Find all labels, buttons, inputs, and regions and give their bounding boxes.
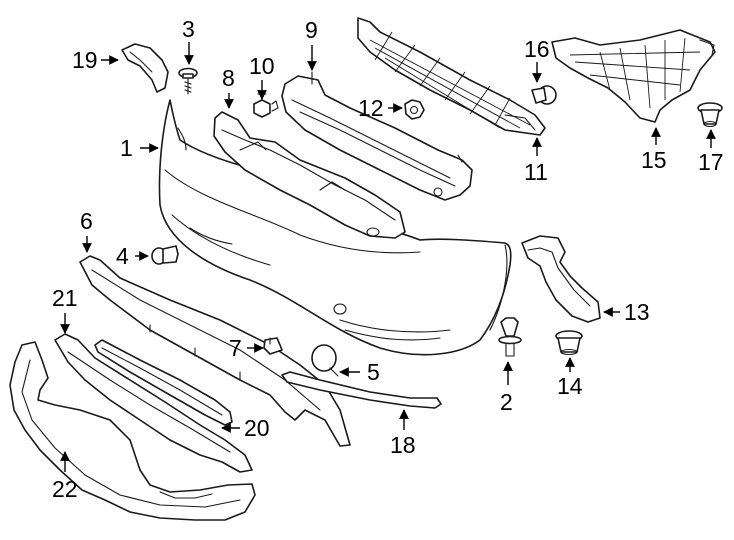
clip-4-part <box>151 245 179 265</box>
callout-20: 20 <box>244 415 270 441</box>
callout-1: 1 <box>120 135 133 161</box>
bolt-10-part <box>253 89 279 118</box>
lower-spoiler-part <box>9 341 256 521</box>
clip-7-part <box>263 337 283 355</box>
callout-16: 16 <box>524 36 550 62</box>
callout-12: 12 <box>358 95 384 121</box>
callout-18: 18 <box>390 432 416 458</box>
callout-14: 14 <box>557 373 583 399</box>
molding-strip-part <box>94 339 233 426</box>
callout-17: 17 <box>698 149 724 175</box>
callout-7: 7 <box>229 335 242 361</box>
energy-absorber-part <box>213 111 406 239</box>
callout-8: 8 <box>222 65 235 91</box>
side-support-part <box>521 235 601 323</box>
leader-lines <box>60 42 716 472</box>
callout-2: 2 <box>500 389 513 415</box>
callout-labels: 1 2 3 4 5 6 7 8 9 10 11 12 13 14 15 16 1… <box>52 16 724 502</box>
lower-valance-part <box>79 255 351 447</box>
pin-2-part <box>498 317 522 357</box>
grille-deflector-part <box>357 17 546 136</box>
clip-14-part <box>555 330 583 356</box>
trim-strip-part <box>281 371 442 409</box>
screw-3-part <box>178 67 198 95</box>
callout-22: 22 <box>52 476 78 502</box>
callout-5: 5 <box>367 359 380 385</box>
cap-5-part <box>311 344 339 377</box>
callout-9: 9 <box>305 17 318 43</box>
corner-cap-part <box>121 43 169 93</box>
side-bracket-part <box>551 29 716 123</box>
callout-21: 21 <box>52 285 78 311</box>
callout-3: 3 <box>182 16 195 42</box>
callout-11: 11 <box>524 159 548 185</box>
push-pin-16-part <box>531 85 557 105</box>
reinforcement-bar-part <box>281 71 473 201</box>
clip-17-part <box>697 102 723 128</box>
nut-12-part <box>404 99 425 120</box>
callout-6: 6 <box>80 208 93 234</box>
callout-4: 4 <box>116 243 129 269</box>
callout-15: 15 <box>641 147 667 173</box>
skid-plate-part <box>54 333 253 473</box>
bumper-cover-part <box>158 99 512 356</box>
callout-13: 13 <box>624 299 650 325</box>
callout-10: 10 <box>249 53 275 79</box>
callout-19: 19 <box>72 47 98 73</box>
